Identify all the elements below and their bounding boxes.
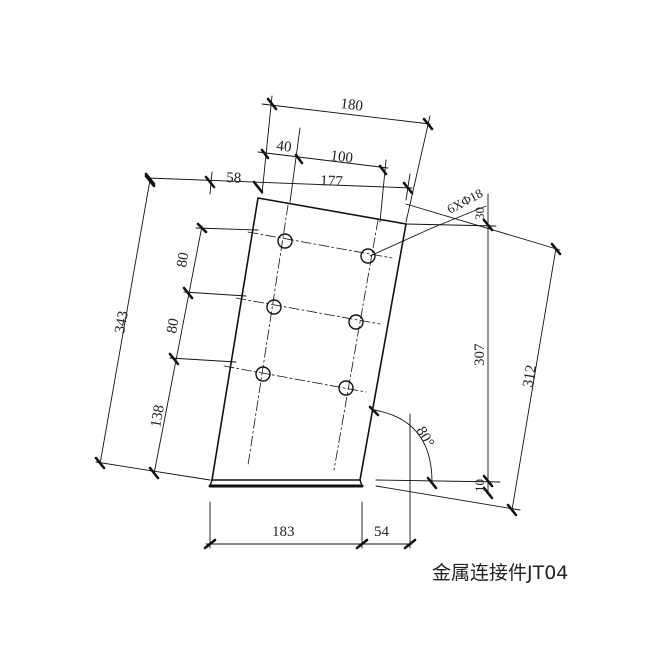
dim-left-offset: 58 xyxy=(226,170,242,187)
dim-left-bottom: 138 xyxy=(148,404,168,429)
right-ticks xyxy=(426,218,562,517)
angle-indicator xyxy=(368,405,433,483)
left-ticks xyxy=(94,174,208,480)
hole-2 xyxy=(360,248,376,264)
hole-6 xyxy=(338,380,354,396)
hole-5 xyxy=(255,366,271,382)
dim-right-slanted-height: 312 xyxy=(520,364,540,389)
dim-left-spacing-1: 80 xyxy=(174,251,192,269)
dim-top-width: 177 xyxy=(320,173,344,190)
dim-hole-offset-top: 40 xyxy=(276,138,293,156)
dim-right-top-gap: 30 xyxy=(472,207,487,220)
plate-outline xyxy=(208,197,407,488)
hole-group xyxy=(255,233,376,396)
left-dimensions xyxy=(95,179,259,481)
top-dimensions xyxy=(147,95,431,223)
dim-bottom-offset: 54 xyxy=(374,524,390,540)
hole-1 xyxy=(277,233,293,249)
top-ticks xyxy=(144,97,434,195)
dim-hole-spacing-top: 100 xyxy=(330,148,354,167)
dim-right-inner-height: 307 xyxy=(472,343,488,366)
center-lines xyxy=(223,204,393,471)
dim-right-bottom-gap: 10 xyxy=(472,479,487,492)
dim-left-spacing-2: 80 xyxy=(164,317,182,335)
bottom-ticks xyxy=(203,538,417,550)
hole-3 xyxy=(266,299,282,315)
dim-bottom-width: 183 xyxy=(272,524,295,540)
dim-top-overall: 180 xyxy=(340,96,364,115)
bottom-dimensions xyxy=(205,501,413,549)
drawing-caption: 金属连接件JT04 xyxy=(432,562,569,584)
dimension-labels: 180 40 100 58 177 6XΦ18 30 307 312 10 34… xyxy=(112,96,540,540)
right-dimensions xyxy=(369,193,561,549)
dim-angle: 80° xyxy=(413,424,437,450)
dim-left-overall: 343 xyxy=(112,310,132,335)
hole-4 xyxy=(348,314,364,330)
